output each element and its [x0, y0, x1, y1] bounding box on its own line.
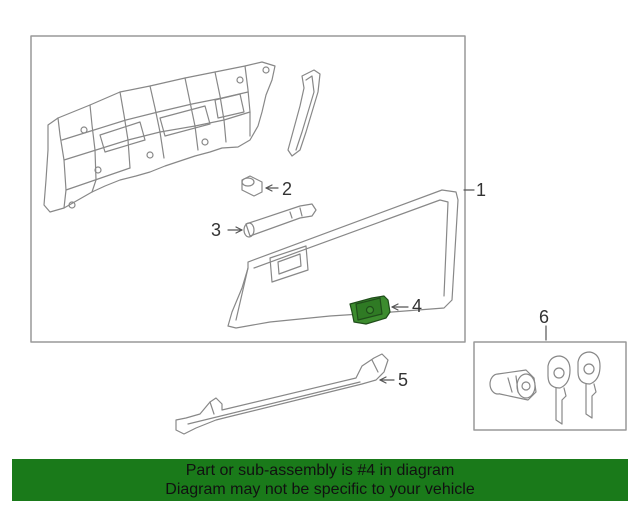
part-4-latch: [349, 295, 409, 325]
callout-2: 2: [282, 179, 293, 199]
glove-box-door: [227, 189, 459, 329]
part-3-pin: [227, 203, 317, 238]
part-6-frame: [473, 341, 627, 431]
side-trim-part: [287, 69, 321, 157]
info-banner: Part or sub-assembly is #4 in diagram Di…: [12, 459, 628, 501]
part-6-lock-set: [489, 351, 601, 425]
callout-4: 4: [412, 296, 423, 316]
callout-3: 3: [211, 220, 222, 240]
banner-line-1: Part or sub-assembly is #4 in diagram: [185, 462, 455, 479]
part-5-bracket: [175, 353, 395, 435]
glove-box-frame-part: [43, 61, 276, 213]
callout-5: 5: [398, 370, 409, 390]
banner-line-2: Diagram may not be specific to your vehi…: [165, 481, 475, 498]
part-2-bumper: [241, 175, 279, 197]
assembly-frame: [30, 35, 466, 343]
callout-1: 1: [476, 180, 487, 200]
parts-diagram: [30, 35, 627, 435]
callout-6: 6: [539, 307, 550, 327]
